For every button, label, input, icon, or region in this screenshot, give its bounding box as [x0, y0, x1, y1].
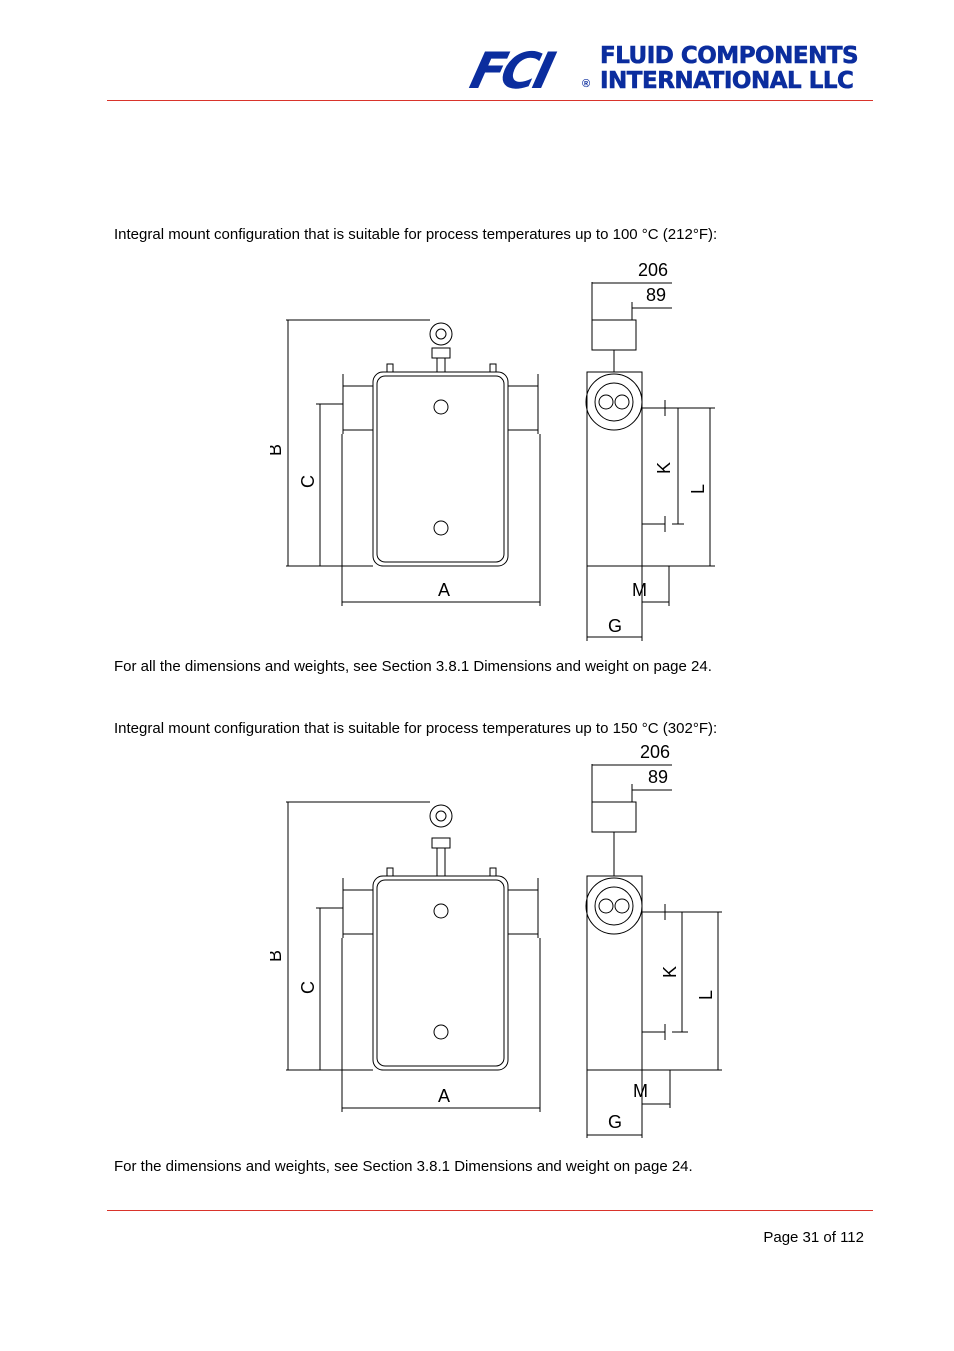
flange-left	[342, 889, 374, 935]
footer-rule	[107, 1210, 873, 1211]
label-k: K	[654, 462, 674, 474]
company-name-line1: FLUID COMPONENTS	[600, 43, 859, 69]
dim-89: 89	[648, 767, 668, 787]
label-b: B	[270, 444, 285, 456]
meter-body-front	[372, 371, 509, 567]
section1-note: For all the dimensions and weights, see …	[114, 658, 712, 675]
company-name-line2: INTERNATIONAL LLC	[600, 68, 854, 94]
transmitter-head-side	[591, 801, 637, 833]
flange-side	[585, 877, 643, 935]
section2-intro: Integral mount configuration that is sui…	[114, 720, 718, 737]
transmitter-head-front	[429, 322, 453, 346]
company-logo: FCI ® FLUID COMPONENTS INTERNATIONAL LLC	[465, 42, 867, 100]
flange-right	[507, 889, 539, 935]
label-m: M	[632, 580, 647, 600]
label-g: G	[608, 616, 622, 636]
flange-right	[507, 385, 539, 431]
label-b: B	[270, 950, 285, 962]
dim-206: 206	[638, 260, 668, 280]
label-l: L	[696, 990, 716, 1000]
flange-left	[342, 385, 374, 431]
dim-89: 89	[646, 285, 666, 305]
dim-206: 206	[640, 742, 670, 762]
meter-body-front	[372, 875, 509, 1071]
label-a: A	[438, 1086, 450, 1106]
label-m: M	[633, 1081, 648, 1101]
header-rule	[107, 100, 873, 101]
label-k: K	[660, 966, 680, 978]
figure-150c: 206 89 A B C G K L M	[265, 738, 730, 1138]
registered-mark: ®	[582, 78, 591, 90]
transmitter-head-front	[429, 804, 453, 828]
label-g: G	[608, 1112, 622, 1132]
logo-mark: FCI	[464, 42, 557, 100]
label-a: A	[438, 580, 450, 600]
figure-100c: 206 89 A B C G K L M	[265, 256, 730, 656]
section1-intro: Integral mount configuration that is sui…	[114, 226, 718, 243]
flange-side	[585, 373, 643, 431]
section2-note: For the dimensions and weights, see Sect…	[114, 1158, 693, 1175]
dimension-drawing: 206 89 A B C G K L M	[265, 260, 715, 641]
page-number: Page 31 of 112	[763, 1229, 864, 1246]
transmitter-head-side	[591, 319, 637, 351]
label-l: L	[688, 484, 708, 494]
label-c: C	[298, 981, 318, 994]
dimension-drawing: 206 89 A B C G K L M	[265, 742, 722, 1138]
label-c: C	[298, 475, 318, 488]
